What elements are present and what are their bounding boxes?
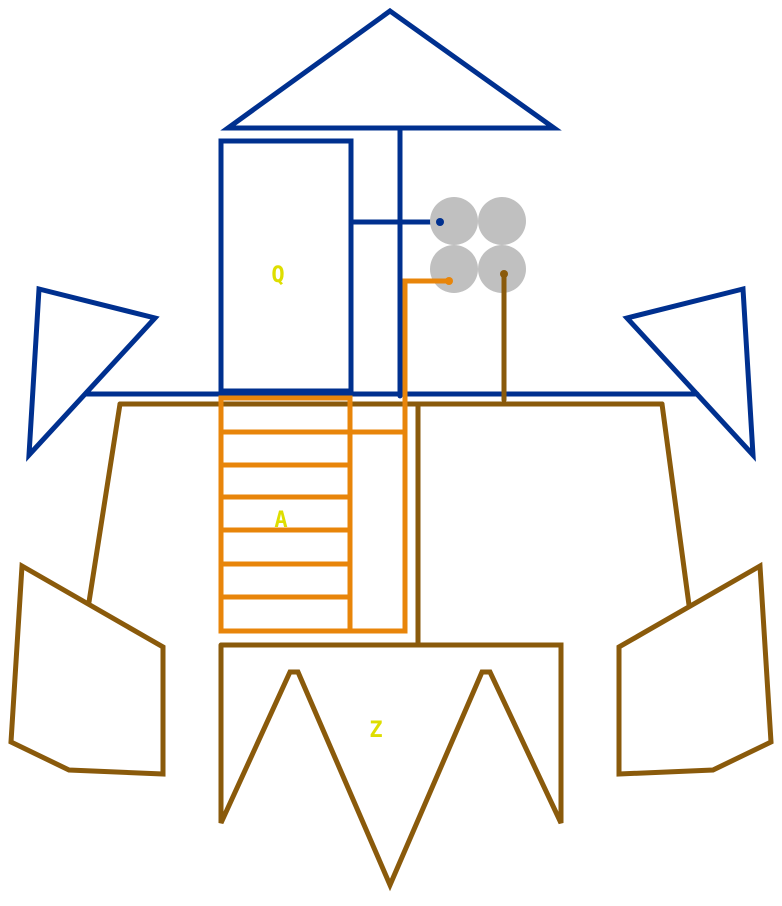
label-z: Z [369, 718, 382, 743]
left-wing-triangle [26, 285, 160, 462]
brown-pipe-dot [500, 270, 508, 278]
circle-top-right [478, 197, 526, 245]
circle-cluster [430, 197, 526, 293]
ladder-frame [218, 395, 353, 634]
navy-group [26, 7, 756, 462]
orange-pipe-dot [445, 277, 453, 285]
label-q: Q [271, 263, 284, 288]
circle-top-left [430, 197, 478, 245]
right-leg-strut [659, 401, 692, 608]
left-foot [8, 561, 166, 777]
orange-pipe [347, 278, 452, 634]
right-wing-triangle [622, 285, 756, 462]
brown-group [8, 271, 774, 892]
circle-bottom-left [430, 245, 478, 293]
ladder [218, 278, 452, 634]
label-a: A [274, 508, 287, 533]
lower-box-zigzag [218, 642, 564, 892]
navy-connector-dot [436, 218, 444, 226]
right-foot [616, 561, 774, 777]
upper-box [218, 138, 354, 394]
left-leg-strut [86, 401, 123, 605]
roof-triangle [220, 7, 562, 131]
circle-bottom-right [478, 245, 526, 293]
